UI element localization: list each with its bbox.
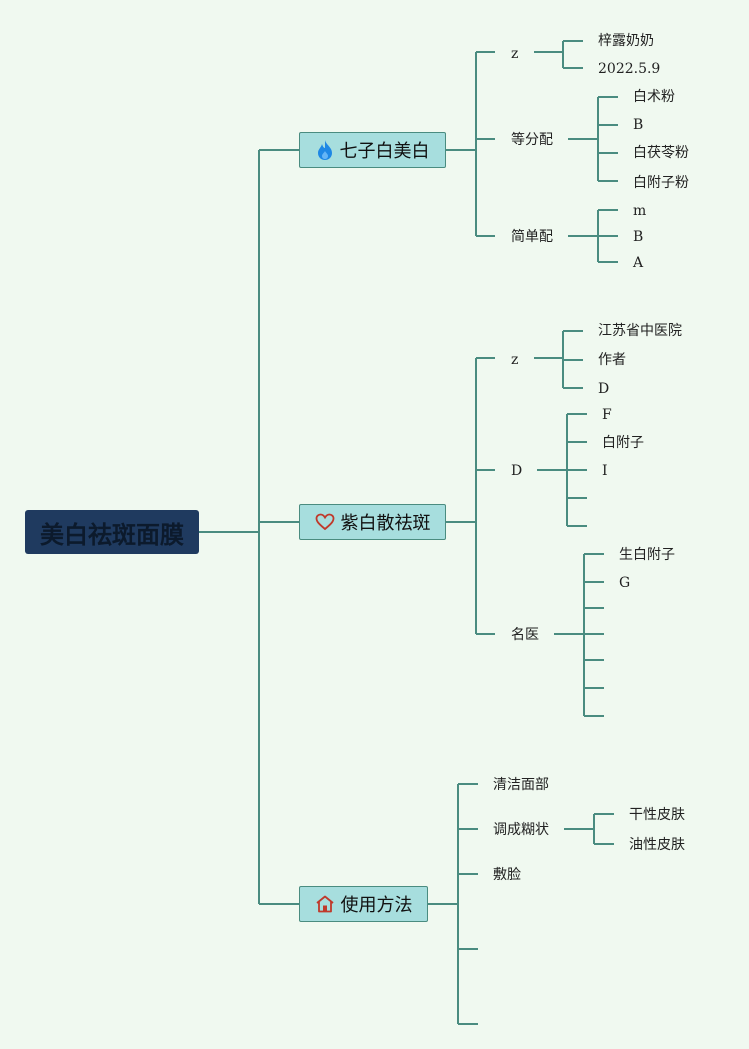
leaf-item[interactable]: G [619, 575, 631, 591]
leaf-item[interactable]: m [633, 203, 647, 219]
subtopic-d[interactable]: D [511, 463, 523, 479]
leaf-item[interactable]: 油性皮肤 [629, 837, 685, 853]
leaf-item[interactable]: 白附子 [602, 435, 644, 451]
leaf-item[interactable]: B [633, 229, 644, 245]
leaf-item[interactable]: A [633, 255, 644, 271]
leaf-item[interactable]: 江苏省中医院 [598, 323, 682, 339]
subtopic-clean-face[interactable]: 清洁面部 [493, 777, 549, 793]
branch-label: 七子白美白 [339, 141, 430, 162]
branch-label: 使用方法 [340, 895, 413, 916]
subtopic-apply-mask[interactable]: 敷脸 [493, 867, 521, 883]
heart-icon [315, 513, 335, 531]
leaf-item[interactable]: I [602, 463, 608, 479]
branch-node-qizibai[interactable]: 七子白美白 [299, 132, 446, 168]
home-icon [315, 895, 335, 913]
leaf-item[interactable]: 梓露奶奶 [598, 33, 654, 49]
fire-icon [316, 140, 334, 160]
subtopic-simple-ratio[interactable]: 简单配 [511, 229, 553, 245]
leaf-item[interactable]: B [633, 117, 644, 133]
leaf-item[interactable]: 干性皮肤 [629, 807, 685, 823]
subtopic-z-2[interactable]: z [511, 352, 519, 368]
leaf-item[interactable]: 白茯苓粉 [633, 145, 689, 161]
leaf-item[interactable]: 作者 [598, 352, 626, 368]
leaf-item[interactable]: 生白附子 [619, 547, 675, 563]
branch-node-usage[interactable]: 使用方法 [299, 886, 428, 922]
leaf-item[interactable]: 白术粉 [633, 89, 675, 105]
leaf-item[interactable]: 白附子粉 [633, 175, 689, 191]
subtopic-mix-paste[interactable]: 调成糊状 [493, 822, 549, 838]
root-node[interactable]: 美白祛斑面膜 [25, 510, 199, 554]
leaf-item[interactable]: 2022.5.9 [598, 61, 661, 77]
subtopic-z-1[interactable]: z [511, 46, 519, 62]
branch-node-zibaisan[interactable]: 紫白散祛斑 [299, 504, 446, 540]
subtopic-famous-doctor[interactable]: 名医 [511, 627, 539, 643]
subtopic-equal-ratio[interactable]: 等分配 [511, 132, 553, 148]
branch-label: 紫白散祛斑 [340, 513, 431, 534]
leaf-item[interactable]: D [598, 381, 610, 397]
root-label: 美白祛斑面膜 [40, 520, 184, 549]
leaf-item[interactable]: F [602, 407, 612, 423]
